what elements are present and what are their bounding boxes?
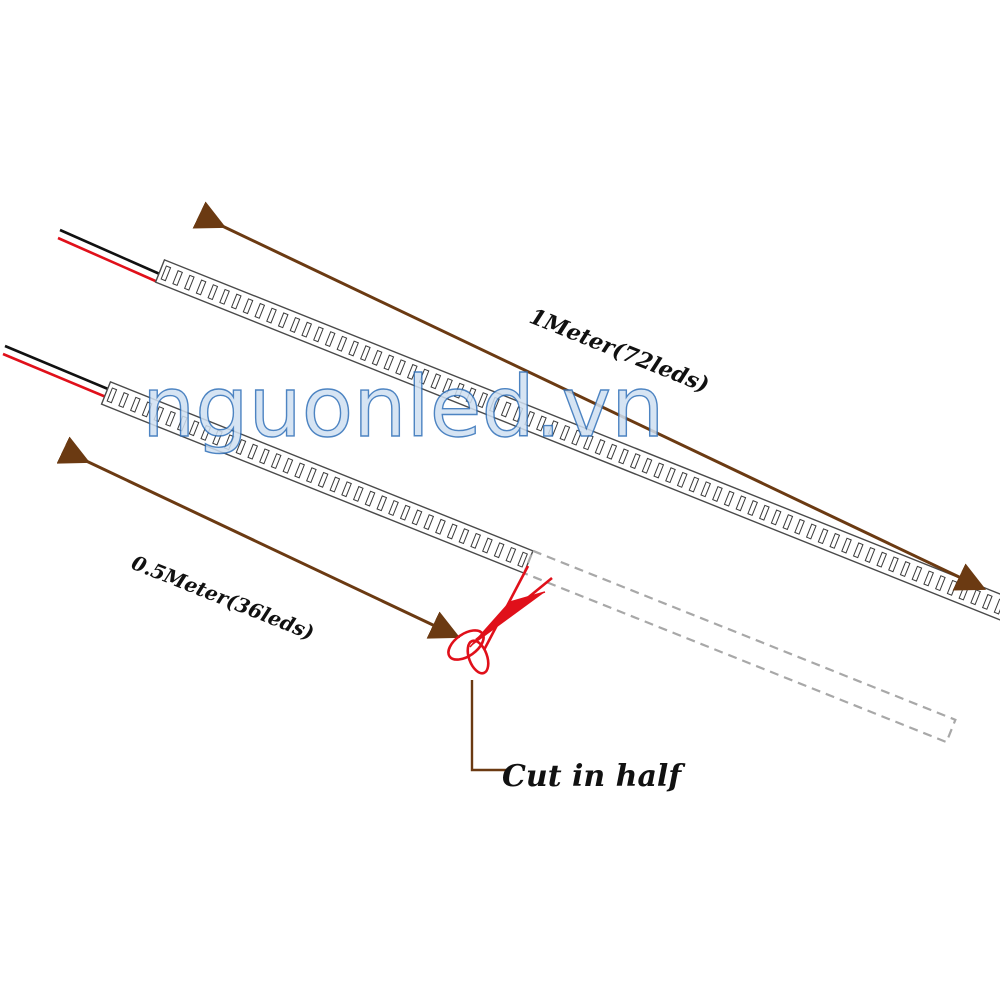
- led-chip: [172, 270, 183, 287]
- cut-label: Cut in half: [502, 759, 686, 794]
- led-chip: [160, 265, 172, 282]
- led-chip: [970, 589, 981, 606]
- led-chip: [153, 406, 165, 423]
- led-chip: [165, 410, 176, 427]
- long-strip-dimension-arrow: [192, 201, 987, 591]
- watermark-text: nguonled.vn: [142, 358, 664, 456]
- short-strip-dimension-arrow: [56, 436, 461, 639]
- led-chip: [106, 387, 118, 404]
- led-chip: [981, 593, 993, 610]
- wire-red: [2, 352, 107, 399]
- short-strip-label: 0.5Meter(36leds): [128, 550, 317, 645]
- scissors-icon: [447, 565, 553, 675]
- wire-red: [57, 236, 161, 285]
- led-chip: [183, 274, 195, 291]
- cut-leader-line: [470, 680, 508, 772]
- led-chip: [141, 401, 153, 418]
- led-chip: [176, 415, 188, 432]
- led-chip: [118, 392, 129, 409]
- wire-black: [59, 228, 163, 277]
- wire-black: [4, 344, 109, 391]
- cut-off-half-outline: [522, 549, 957, 744]
- led-chip: [129, 396, 141, 413]
- led-chip: [993, 598, 1000, 615]
